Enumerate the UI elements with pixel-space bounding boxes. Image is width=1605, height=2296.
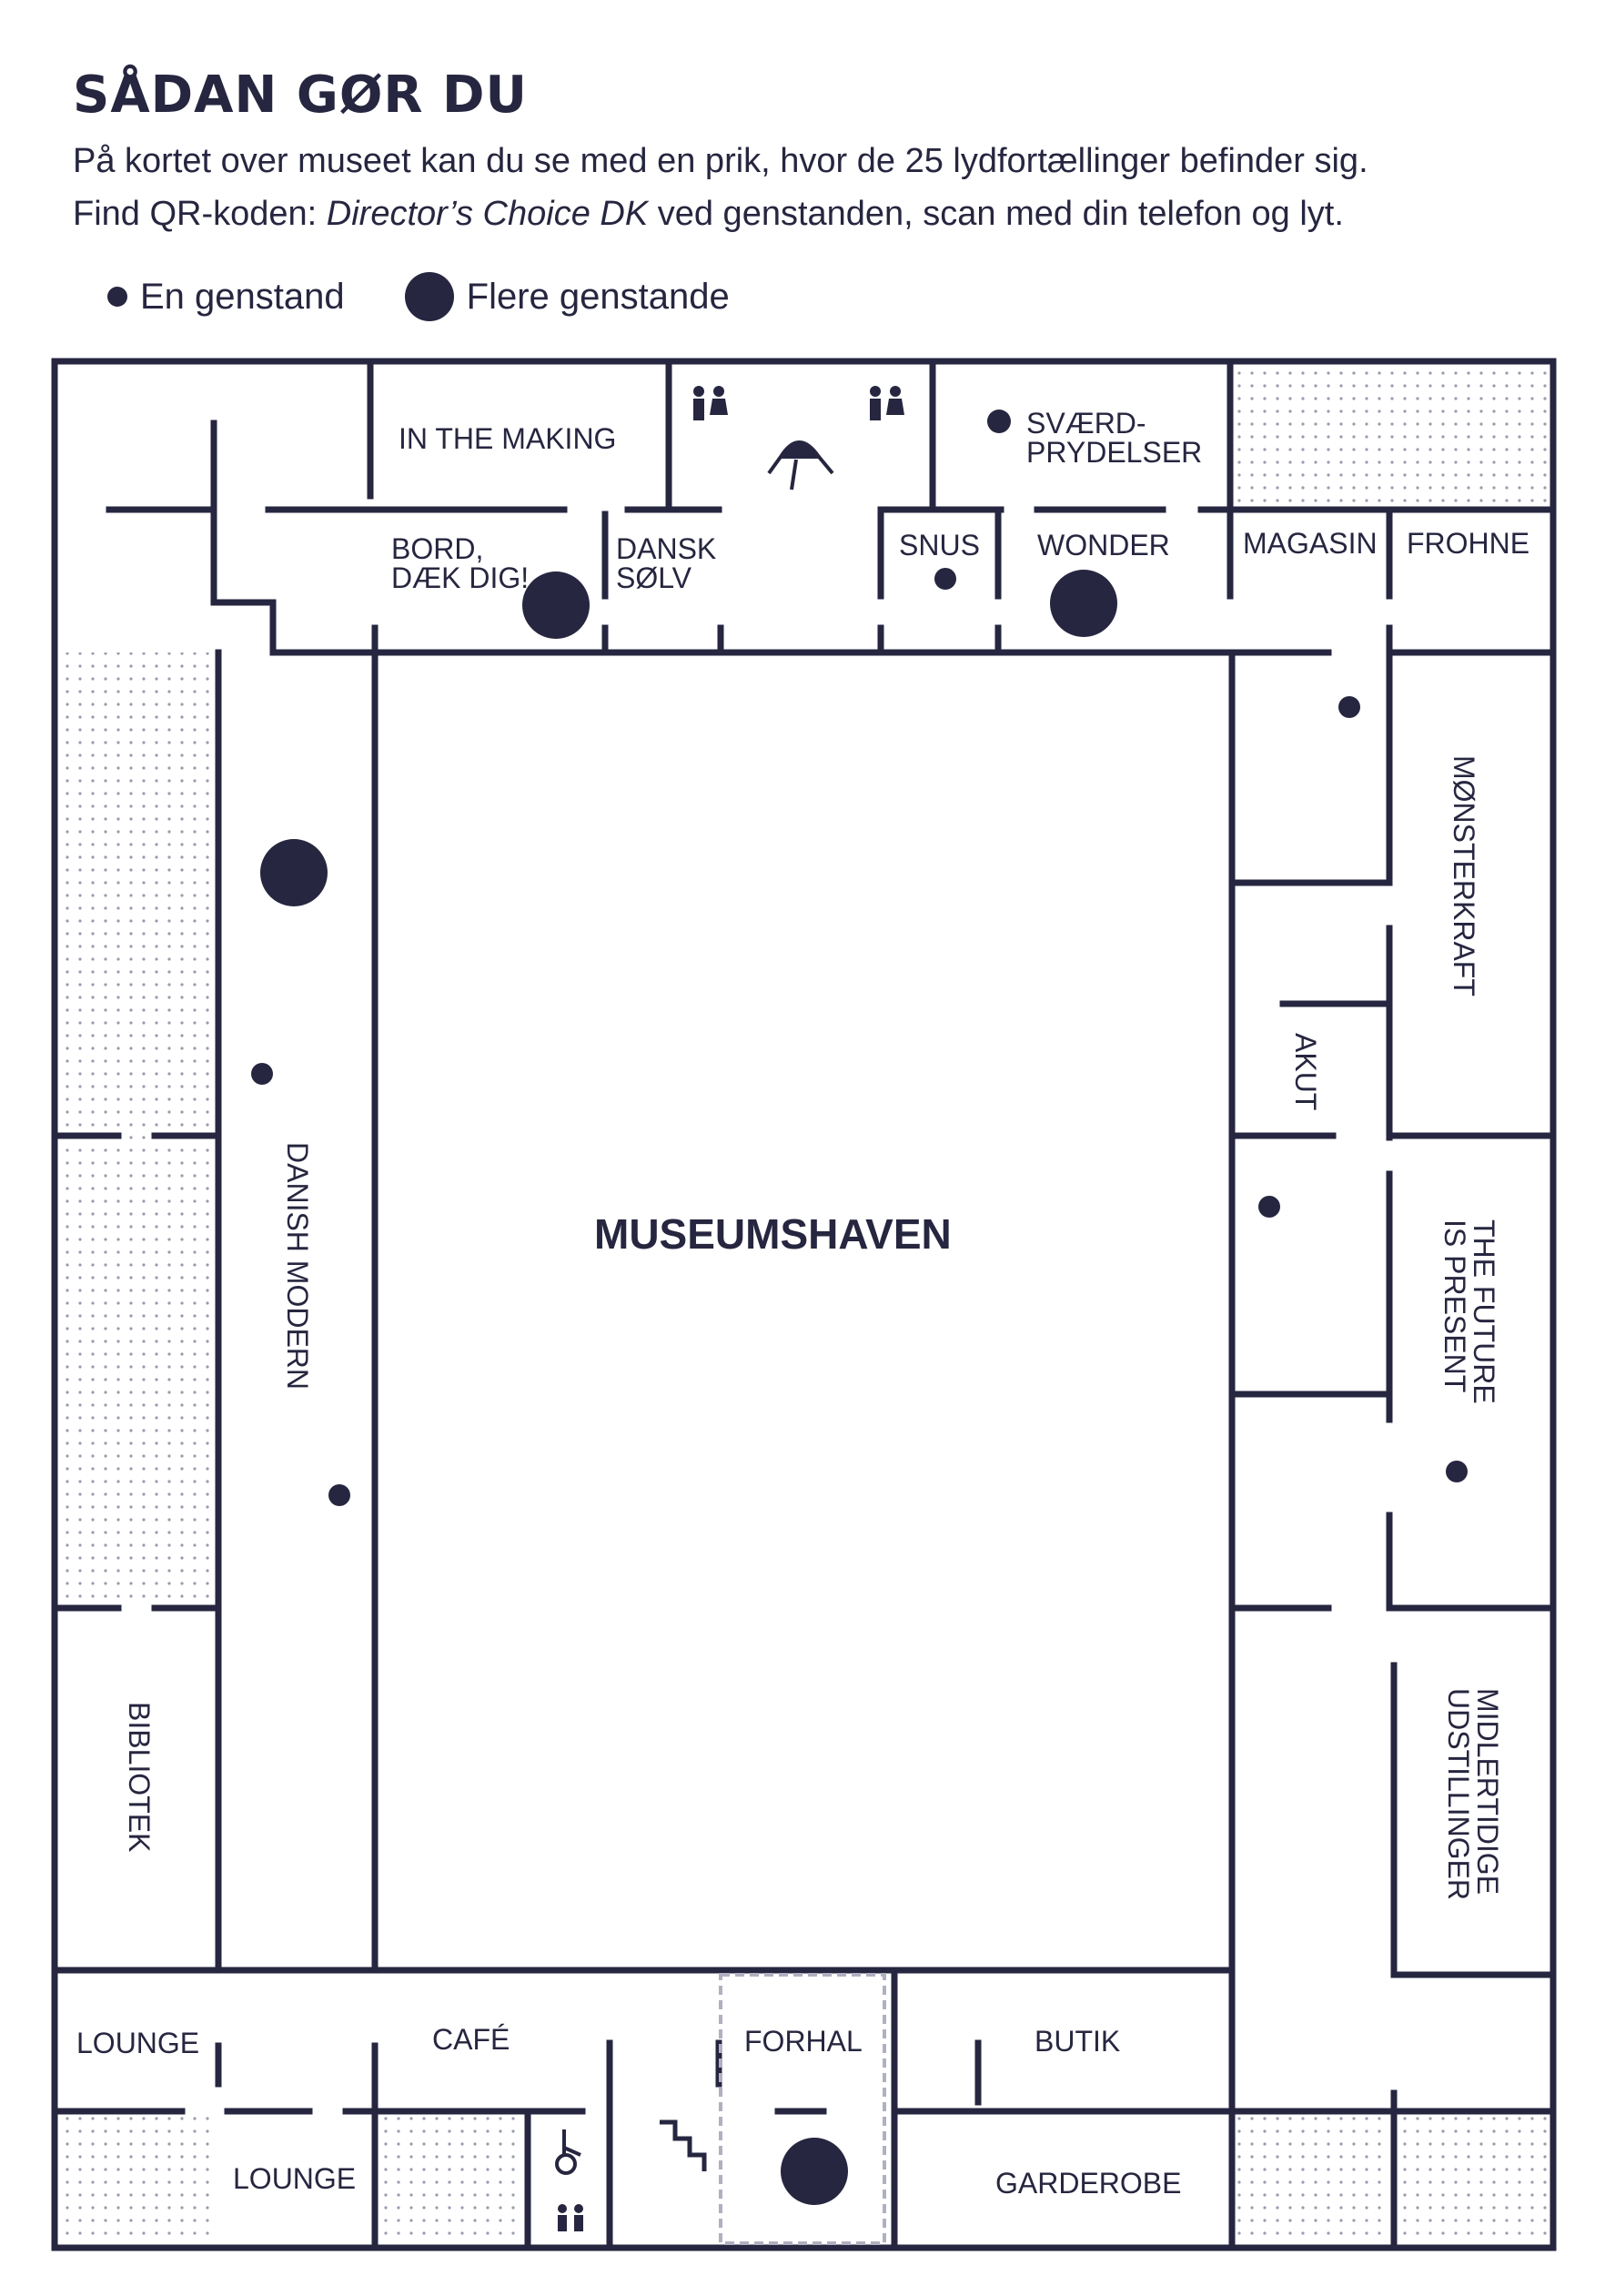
room-dansk-line2: SØLV — [616, 561, 692, 594]
room-magasin: MAGASIN — [1243, 527, 1378, 560]
room-museumshaven: MUSEUMSHAVEN — [594, 1210, 952, 1258]
single-item-dot — [987, 410, 1011, 433]
stipple-top-right — [1236, 369, 1551, 503]
walls — [51, 358, 1557, 2251]
restroom-icon — [870, 386, 904, 420]
single-item-dot — [1258, 1196, 1280, 1218]
stipple-bottom-cafe — [377, 2114, 531, 2243]
room-lounge-bottom: LOUNGE — [233, 2162, 356, 2195]
large-dot-icon — [404, 272, 454, 321]
room-snus: SNUS — [899, 529, 980, 561]
room-dansk-line1: DANSK — [616, 532, 716, 565]
map-legend: En genstand Flere genstande — [107, 269, 730, 324]
room-butik: BUTIK — [1035, 2025, 1120, 2058]
legend-multiple-label: Flere genstande — [466, 276, 730, 317]
room-svaerd-line1: SVÆRD- — [1026, 407, 1146, 440]
room-midlertidige-line2: UDSTILLINGER — [1442, 1688, 1475, 1900]
intro-text: På kortet over museet kan du se med en p… — [73, 135, 1368, 240]
page-title: SÅDAN GØR DU — [73, 66, 529, 125]
stippled-areas — [62, 369, 1551, 2243]
room-garderobe: GARDEROBE — [995, 2167, 1181, 2200]
room-svaerd-line2: PRYDELSER — [1026, 436, 1202, 469]
room-akut: AKUT — [1289, 1033, 1322, 1110]
chair-icon — [767, 440, 834, 491]
legend-single-label: En genstand — [140, 276, 345, 317]
single-item-dot — [934, 568, 956, 590]
room-frohne: FROHNE — [1407, 527, 1529, 560]
room-monsterkraft: MØNSTERKRAFT — [1448, 755, 1480, 996]
room-lounge-top: LOUNGE — [76, 2027, 199, 2059]
stipple-left — [62, 652, 218, 1605]
room-future-line2: IS PRESENT — [1438, 1219, 1471, 1392]
audio-markers — [251, 410, 1468, 2205]
stairs-icon — [660, 2119, 707, 2171]
small-dot-icon — [107, 287, 127, 307]
room-bibliotek: BIBLIOTEK — [123, 1702, 156, 1852]
single-item-dot — [1338, 696, 1360, 718]
room-forhal: FORHAL — [744, 2025, 863, 2058]
multiple-items-dot — [781, 2138, 848, 2205]
restroom-icon — [693, 386, 728, 420]
room-wonder: WONDER — [1037, 529, 1170, 561]
intro-line-2-prefix: Find QR-koden: — [73, 195, 327, 233]
room-bord-line1: BORD, — [391, 532, 483, 565]
room-future-line1: THE FUTURE — [1468, 1219, 1500, 1404]
room-labels: IN THE MAKING SVÆRD- PRYDELSER BORD, DÆK… — [76, 407, 1529, 2200]
multiple-items-dot — [522, 571, 590, 639]
single-item-dot — [328, 1484, 350, 1506]
room-cafe: CAFÉ — [432, 2023, 510, 2056]
forhal-outline — [719, 1973, 886, 2245]
stipple-bottom-left — [62, 2114, 215, 2243]
single-item-dot — [251, 1063, 273, 1085]
intro-line-2-suffix: ved genstanden, scan med din telefon og … — [648, 195, 1344, 233]
restroom-icon — [558, 2204, 583, 2231]
room-bord-line2: DÆK DIG! — [391, 561, 529, 594]
stipple-bottom-right-b — [1392, 2114, 1551, 2243]
room-danish-modern: DANISH MODERN — [281, 1142, 314, 1390]
room-midlertidige-line1: MIDLERTIDIGE — [1471, 1688, 1504, 1895]
multiple-items-dot — [1050, 570, 1117, 637]
stipple-bottom-right-a — [1236, 2114, 1392, 2243]
single-item-dot — [1446, 1461, 1468, 1482]
wheelchair-icon — [555, 2129, 581, 2175]
intro-line-2-italic: Director’s Choice DK — [326, 195, 649, 233]
room-in-the-making: IN THE MAKING — [399, 422, 616, 455]
multiple-items-dot — [260, 839, 328, 906]
intro-line-1: På kortet over museet kan du se med en p… — [73, 142, 1368, 180]
